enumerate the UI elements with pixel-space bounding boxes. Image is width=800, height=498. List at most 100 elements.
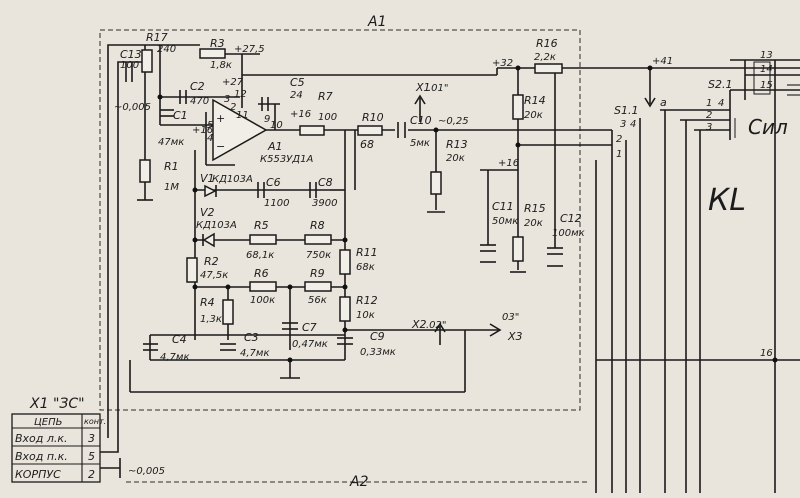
r7-value: 100 <box>318 112 337 123</box>
resistor-r13 <box>430 171 442 195</box>
opamp-pin-2: 2 <box>230 102 236 113</box>
c8-value: 3900 <box>312 198 337 209</box>
supply-16c: +16 <box>498 158 519 169</box>
c13-ref: C13 <box>120 48 142 61</box>
switch-s2-pin3: 3 <box>706 122 712 133</box>
r16-value: 2,2к <box>534 52 556 63</box>
r15-value: 20к <box>524 218 543 229</box>
r14-value: 20к <box>524 110 543 121</box>
c12-ref: C12 <box>560 212 582 225</box>
r5-ref: R5 <box>254 219 269 232</box>
diode-v1 <box>204 184 217 198</box>
switch-s1-pin2: 2 <box>616 134 622 145</box>
supply-16b: +16 <box>290 109 311 120</box>
r17-value: 240 <box>157 44 176 55</box>
resistor-r8 <box>304 234 332 245</box>
connector-row-pin: 3 <box>88 432 95 445</box>
wiring <box>100 44 800 493</box>
r15-ref: R15 <box>524 202 546 215</box>
edge-13: 13 <box>760 50 773 61</box>
r11-value: 68к <box>356 262 375 273</box>
c5-ref: C5 <box>290 76 305 89</box>
v1-ref: V1 <box>200 172 215 185</box>
c3-value: 4,7мк <box>240 348 270 359</box>
r8-ref: R8 <box>310 219 325 232</box>
r3-ref: R3 <box>210 37 225 50</box>
supply-27: +27 <box>222 77 244 88</box>
supply-32: +32 <box>492 58 513 69</box>
capacitor-c8 <box>309 182 317 198</box>
c2-ref: C2 <box>190 80 205 93</box>
testpoint-x2-num: .02" <box>426 320 447 331</box>
resistor-r1 <box>139 159 151 183</box>
edge-pin-box <box>753 61 771 95</box>
r17-ref: R17 <box>146 31 168 44</box>
c6-value: 1100 <box>264 198 289 209</box>
r5-value: 68,1к <box>246 250 274 261</box>
output-x3: X3 <box>507 330 523 343</box>
c11-ref: C11 <box>492 200 514 213</box>
c13-value: 100 <box>120 60 139 71</box>
r16-ref: R16 <box>536 37 558 50</box>
connector-row-pin: 5 <box>88 450 95 463</box>
v1-part: КД103А <box>212 174 253 185</box>
block-a1-label: A1 <box>367 14 386 30</box>
diode-v2 <box>202 232 215 248</box>
resistor-r16 <box>534 63 563 74</box>
connector-header-circuit: ЦЕПЬ <box>34 417 62 428</box>
switch-s2-pin2: 2 <box>706 110 712 121</box>
opamp-pin-3: 3 <box>224 94 230 105</box>
resistor-r12 <box>339 296 351 322</box>
svg-text:−: − <box>216 140 225 153</box>
opamp-pin-5: 5 <box>207 120 213 131</box>
r2-value: 47,5к <box>200 270 228 281</box>
r3-value: 1,8к <box>210 60 232 71</box>
resistor-r7 <box>299 125 325 136</box>
resistor-r2 <box>186 257 198 283</box>
r11-ref: R11 <box>356 246 378 259</box>
r2-ref: R2 <box>204 255 219 268</box>
r12-ref: R12 <box>356 294 378 307</box>
connector-header-pin: конт. <box>84 417 106 426</box>
testpoint-x2-arrow <box>434 322 446 345</box>
switch-s2-pin1: 1 <box>706 98 712 109</box>
r10-value: 68 <box>360 138 374 151</box>
edge-15: 15 <box>760 80 773 91</box>
supply-275: +27,5 <box>234 44 265 55</box>
c6-ref: C6 <box>266 176 281 189</box>
switch-s1-ref: S1.1 <box>614 104 638 117</box>
ground-ripple: ~0,005 <box>114 102 151 113</box>
c5-value: 24 <box>290 90 303 101</box>
capacitor-c2 <box>179 90 187 104</box>
r4-value: 1,3к <box>200 314 222 325</box>
resistor-r15 <box>512 236 524 262</box>
c4-ref: C4 <box>172 333 187 346</box>
supply-41: +41 <box>652 56 673 67</box>
block-a1-boundary <box>99 29 581 411</box>
r8-value: 750к <box>306 250 331 261</box>
testpoint-x1-num: .01" <box>428 83 449 94</box>
opamp-pin-12: 12 <box>234 89 247 100</box>
opamp-pin-11: 11 <box>236 110 249 121</box>
resistor-r11 <box>339 249 351 275</box>
opamp-part: К553УД1А <box>260 154 313 165</box>
r12-value: 10к <box>356 310 375 321</box>
c12-value: 100мк <box>552 228 585 239</box>
r1-ref: R1 <box>164 160 179 173</box>
resistor-r3 <box>199 48 226 59</box>
svg-text:+: + <box>216 112 225 125</box>
v2-part: КД103А <box>196 220 237 231</box>
r6-ref: R6 <box>254 267 269 280</box>
point-a-arrow <box>644 90 656 108</box>
connector-row-name: Вход л.к. <box>15 432 68 445</box>
r13-value: 20к <box>446 153 465 164</box>
edge-16: 16 <box>760 348 773 359</box>
resistor-r4 <box>222 299 234 325</box>
connector-title: X1 "ЗС" <box>29 396 85 412</box>
handwritten-note-2: КL <box>708 183 746 218</box>
r6-value: 100к <box>250 295 275 306</box>
r7-ref: R7 <box>318 90 333 103</box>
capacitor-c3 <box>220 343 236 351</box>
capacitor-c12 <box>547 247 563 255</box>
